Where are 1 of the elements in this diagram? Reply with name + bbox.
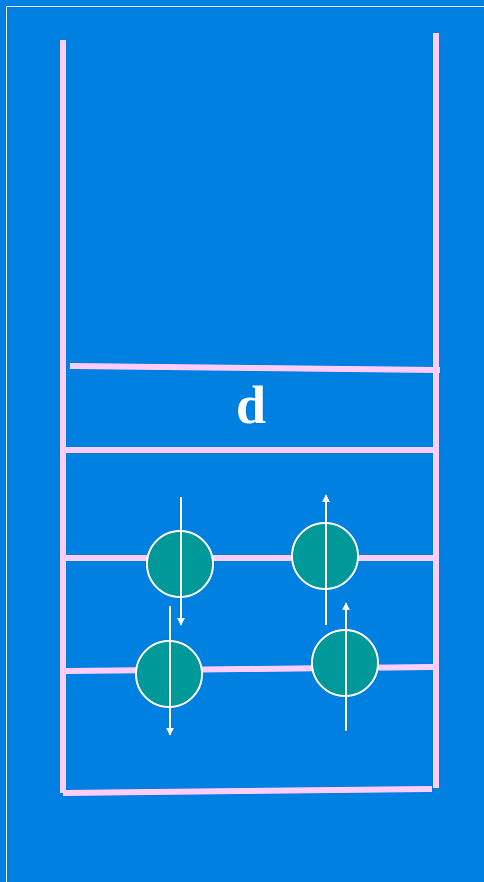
spacing-label: d: [236, 378, 266, 432]
